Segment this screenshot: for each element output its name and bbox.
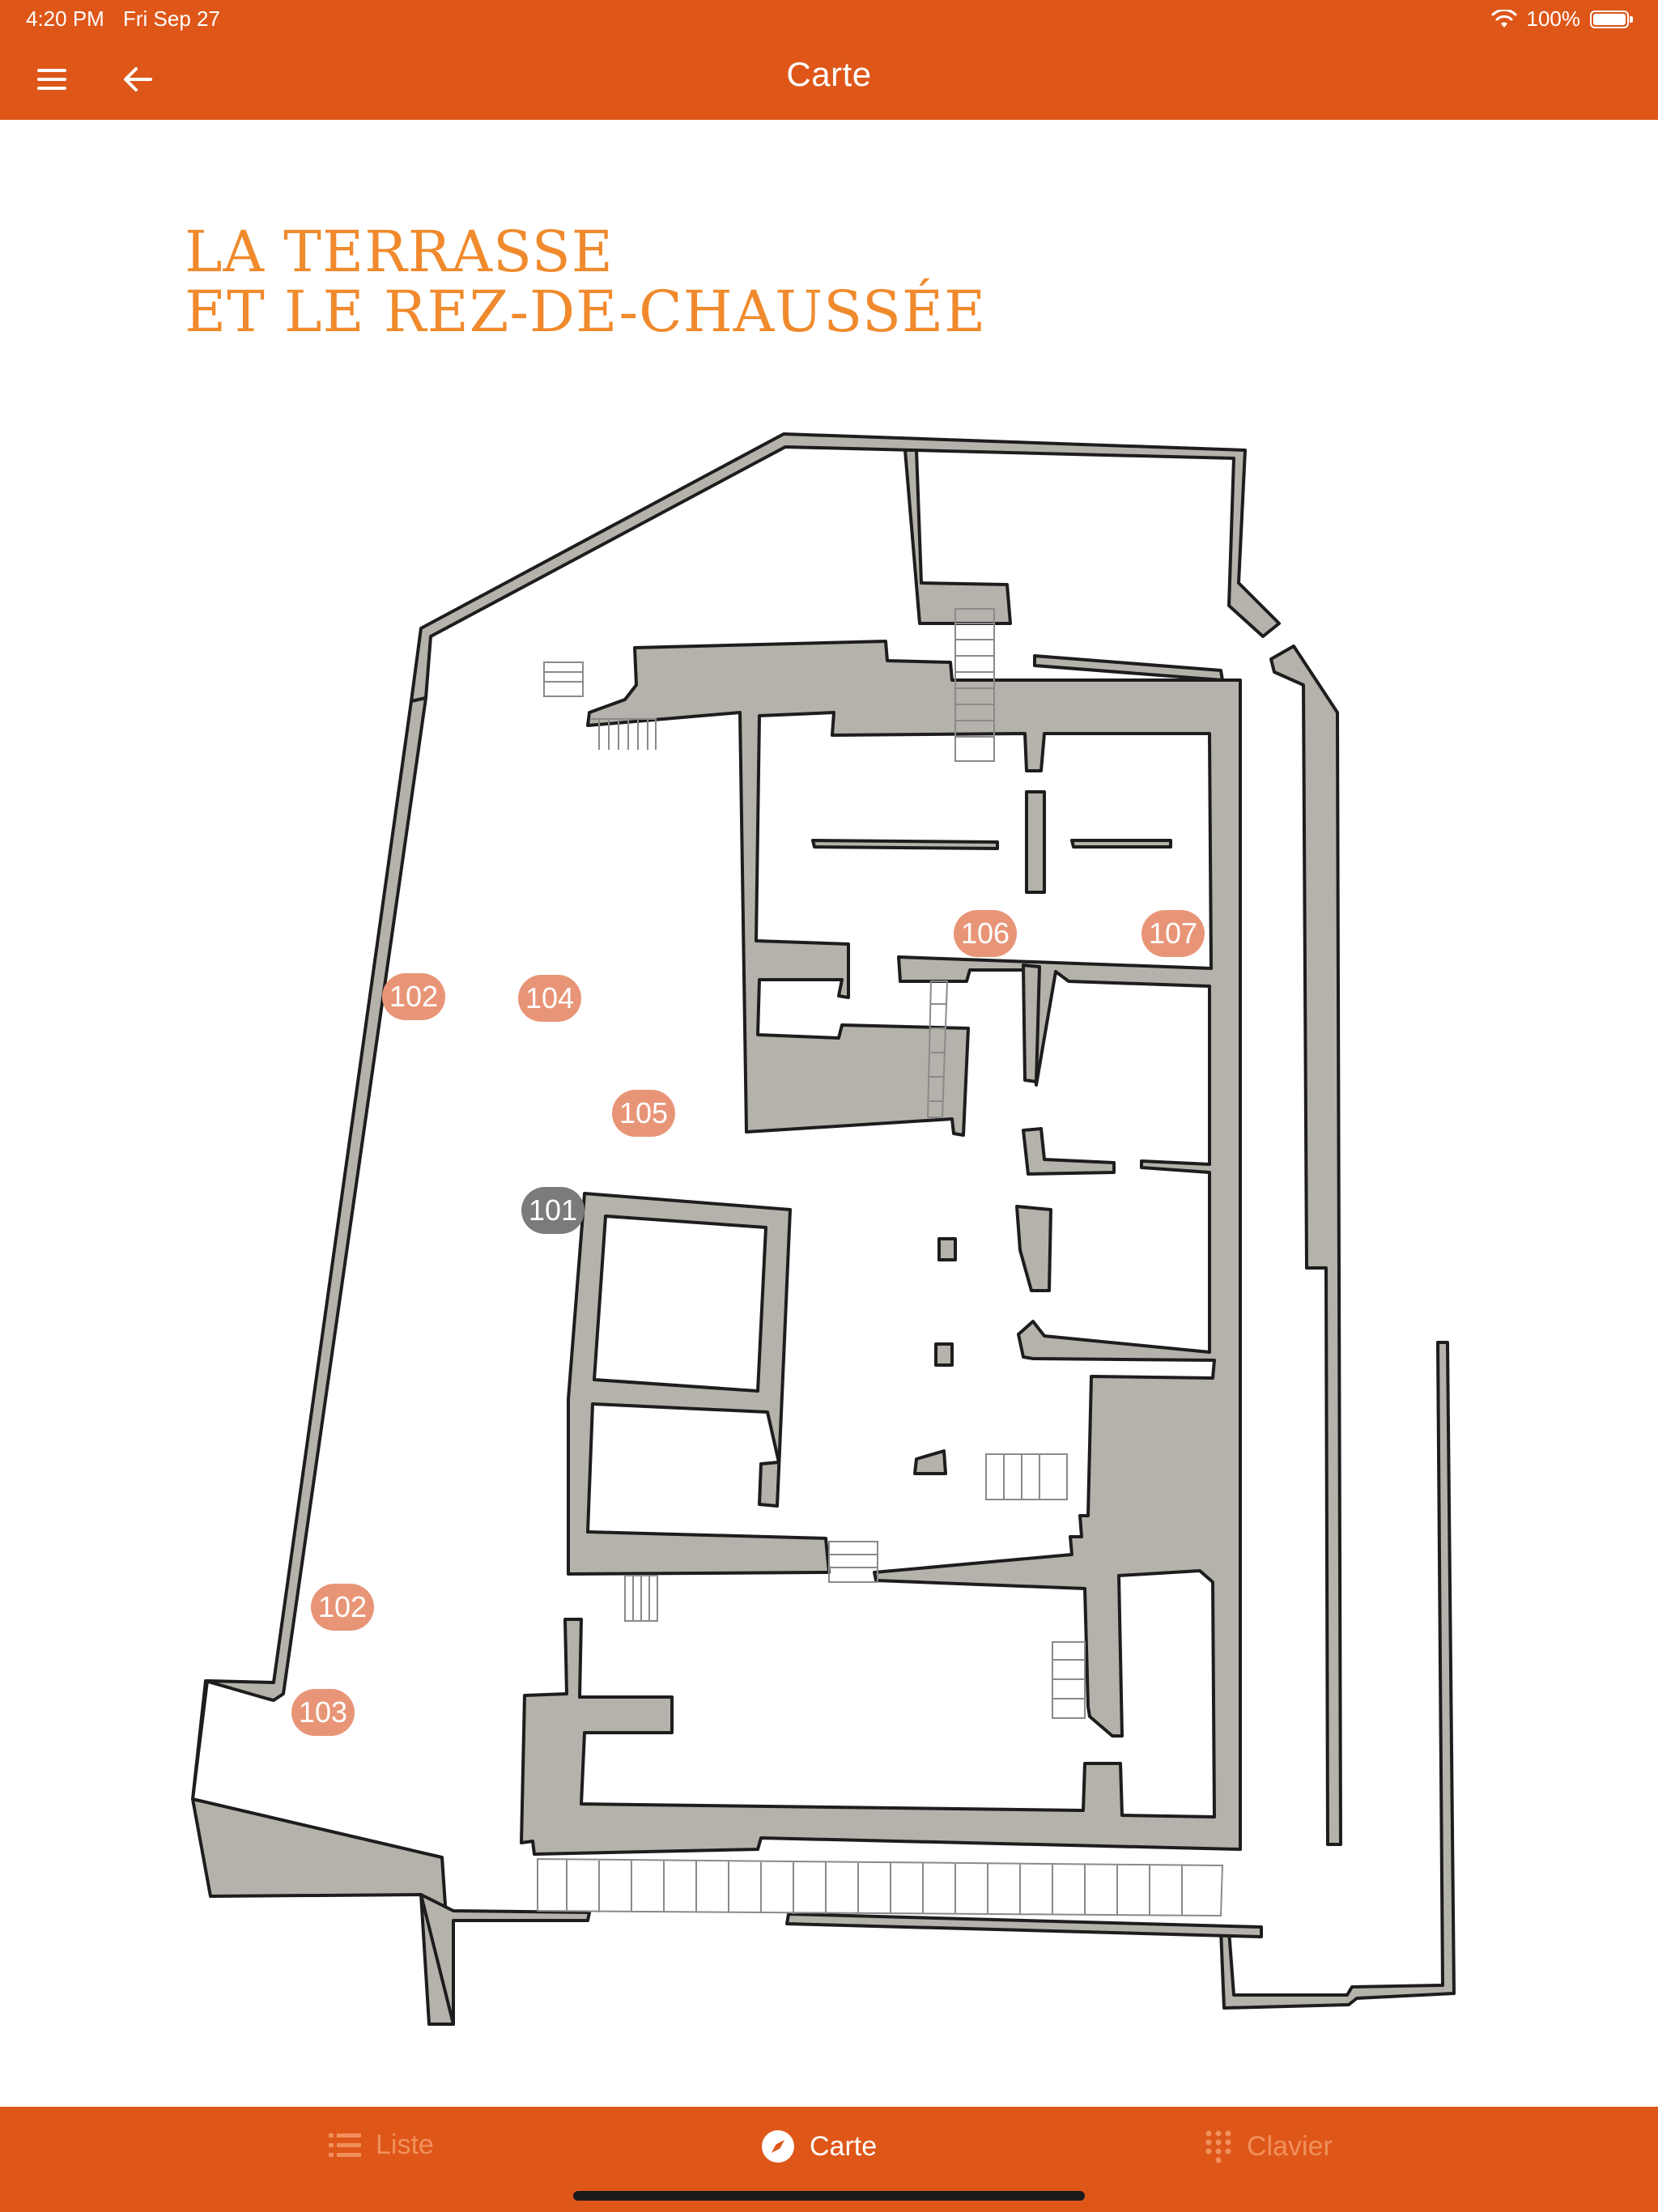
battery-icon xyxy=(1590,10,1633,28)
list-icon xyxy=(329,2133,361,2157)
pillar-4 xyxy=(1015,1205,1052,1292)
floor-plan xyxy=(191,432,1456,2026)
east-corridor-wall xyxy=(1269,644,1342,1846)
tab-carte-label: Carte xyxy=(810,2130,878,2162)
marker-103[interactable]: 103 xyxy=(291,1689,355,1736)
wall-stub-east xyxy=(1022,1127,1116,1176)
tab-carte[interactable]: Carte xyxy=(761,2129,877,2163)
tab-liste-label: Liste xyxy=(376,2129,434,2160)
outer-wall-south-west xyxy=(419,1893,591,2026)
marker-101-selected[interactable]: 101 xyxy=(521,1187,585,1234)
tab-clavier[interactable]: Clavier xyxy=(1205,2129,1333,2163)
north-inner-wall xyxy=(1033,654,1224,682)
display-case-1 xyxy=(811,839,999,850)
tab-liste[interactable]: Liste xyxy=(329,2129,434,2161)
tab-bar: Liste Carte Clavier xyxy=(0,2107,1658,2212)
pillar-2 xyxy=(934,1342,954,1367)
wall-stub-east-2 xyxy=(1022,963,1041,1083)
status-date: Fri Sep 27 xyxy=(123,6,220,31)
page-title: Carte xyxy=(786,55,872,93)
compass-icon xyxy=(762,2130,794,2163)
main-building-north xyxy=(520,640,1242,1856)
marker-102-south[interactable]: 102 xyxy=(311,1584,374,1631)
arrow-left-icon[interactable] xyxy=(113,55,162,104)
home-indicator xyxy=(573,2191,1085,2201)
south-terrace-wall xyxy=(785,1912,1263,1938)
tab-clavier-label: Clavier xyxy=(1247,2130,1333,2162)
wifi-icon xyxy=(1491,9,1516,28)
battery-percent: 100% xyxy=(1526,6,1581,31)
outer-wall-west xyxy=(191,696,455,2026)
marker-107[interactable]: 107 xyxy=(1141,910,1205,957)
marker-102[interactable]: 102 xyxy=(382,973,445,1020)
courtyard-block xyxy=(567,1192,831,1576)
marker-106[interactable]: 106 xyxy=(954,910,1017,957)
pillar-3 xyxy=(913,1449,947,1475)
marker-105[interactable]: 105 xyxy=(612,1090,675,1137)
north-room-wall xyxy=(903,449,1012,625)
keypad-icon xyxy=(1205,2130,1231,2163)
status-bar: 4:20 PM Fri Sep 27 100% xyxy=(0,0,1658,37)
display-case-2 xyxy=(1070,839,1172,849)
hamburger-menu-icon[interactable] xyxy=(28,55,76,104)
column-north xyxy=(1025,790,1046,894)
status-time: 4:20 PM xyxy=(26,6,104,31)
pillar-1 xyxy=(937,1237,957,1261)
marker-104[interactable]: 104 xyxy=(518,975,581,1022)
navigation-bar: Carte xyxy=(0,37,1658,120)
map-heading: LA TERRASSE ET LE REZ-DE-CHAUSSÉE xyxy=(185,219,987,345)
map-view[interactable]: LA TERRASSE ET LE REZ-DE-CHAUSSÉE 102 10… xyxy=(0,120,1658,2107)
stairs-group xyxy=(537,608,1224,1917)
status-indicators: 100% xyxy=(1491,6,1633,32)
